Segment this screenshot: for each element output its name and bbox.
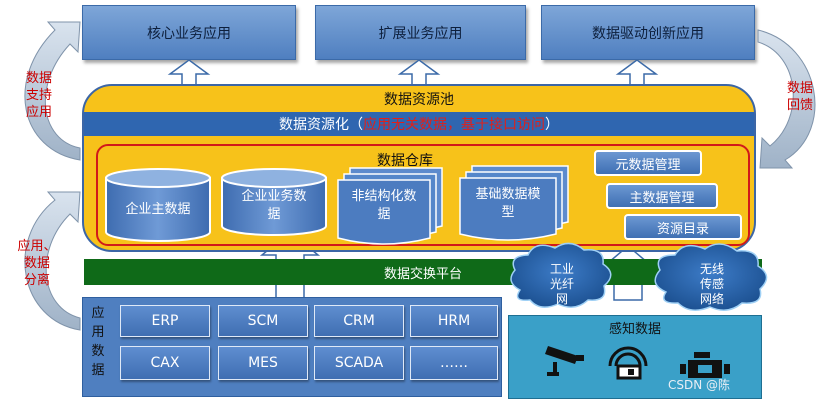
database-cylinder-master xyxy=(105,168,211,242)
resource-catalog: 资源目录 xyxy=(624,214,742,240)
app-hrm: HRM xyxy=(410,305,498,337)
app-more: …… xyxy=(410,346,498,380)
app-scada-label: SCADA xyxy=(334,355,384,371)
app-cax-label: CAX xyxy=(150,355,180,371)
strip-text: 数据资源化（ xyxy=(279,117,363,133)
top-app-innovation: 数据驱动创新应用 xyxy=(541,5,755,60)
doc-model-label: 基础数据模 型 xyxy=(475,187,541,220)
db-master-label: 企业主数据 xyxy=(125,202,191,217)
app-scada: SCADA xyxy=(314,346,404,380)
label-data-feedback: 数据 回馈 xyxy=(786,81,813,113)
app-more-label: …… xyxy=(440,355,468,371)
label-data-support-app: 数据 支持 应用 xyxy=(25,71,52,120)
cloud-fiber-label: 工业 光纤 网 xyxy=(549,262,574,306)
doc-unstructured-label: 非结构化数 据 xyxy=(351,189,417,222)
cloud-wireless-sensor xyxy=(654,243,768,311)
engine-icon xyxy=(680,352,730,378)
app-hrm-label: HRM xyxy=(437,313,471,329)
top-app-extension: 扩展业务应用 xyxy=(315,5,526,60)
sensor-icon xyxy=(608,346,648,380)
metadata-management-label: 元数据管理 xyxy=(615,157,681,173)
watermark: CSDN @陈 xyxy=(668,378,731,392)
resource-catalog-label: 资源目录 xyxy=(656,221,709,237)
app-mes: MES xyxy=(218,346,308,380)
cloud-fiber-network xyxy=(510,242,612,308)
strip-red-text: 应用无关数据，基于接口访问 xyxy=(363,117,545,133)
app-scm: SCM xyxy=(218,305,308,337)
cloud-wireless-label: 无线 传感 网络 xyxy=(699,262,724,306)
label-app-data-separation: 应用、 数据 分离 xyxy=(17,239,57,288)
document-stack-model xyxy=(459,165,569,241)
curve-arrow-separation xyxy=(24,191,81,331)
master-data-management-label: 主数据管理 xyxy=(629,190,695,206)
top-app-core-label: 核心业务应用 xyxy=(147,25,231,42)
database-cylinder-business xyxy=(221,168,327,236)
perception-title: 感知数据 xyxy=(608,322,661,337)
app-scm-label: SCM xyxy=(247,313,279,329)
resource-strip: 数据资源化（应用无关数据，基于接口访问） xyxy=(84,112,754,136)
master-data-management: 主数据管理 xyxy=(606,183,718,209)
app-crm: CRM xyxy=(314,305,404,337)
exchange-label: 数据交换平台 xyxy=(383,266,462,282)
curve-arrow-support xyxy=(24,21,81,161)
app-data-label: 应 用 数 据 xyxy=(91,306,105,378)
perception-data-panel xyxy=(508,315,762,399)
app-erp-label: ERP xyxy=(151,313,179,329)
app-cax: CAX xyxy=(120,346,210,380)
camera-icon xyxy=(545,346,584,376)
document-stack-unstructured xyxy=(337,167,443,245)
app-erp: ERP xyxy=(120,305,210,337)
db-business-label: 企业业务数 据 xyxy=(241,189,307,222)
curve-arrow-feedback xyxy=(757,29,816,169)
app-mes-label: MES xyxy=(248,355,278,371)
data-exchange-platform: 数据交换平台 xyxy=(84,259,762,285)
warehouse-title: 数据仓库 xyxy=(377,153,433,169)
strip-end: ） xyxy=(545,117,559,133)
metadata-management: 元数据管理 xyxy=(594,150,702,176)
top-app-innovation-label: 数据驱动创新应用 xyxy=(592,25,704,42)
top-app-core: 核心业务应用 xyxy=(82,5,296,60)
app-crm-label: CRM xyxy=(343,313,375,329)
top-app-extension-label: 扩展业务应用 xyxy=(378,25,463,42)
pool-title: 数据资源池 xyxy=(384,92,454,108)
